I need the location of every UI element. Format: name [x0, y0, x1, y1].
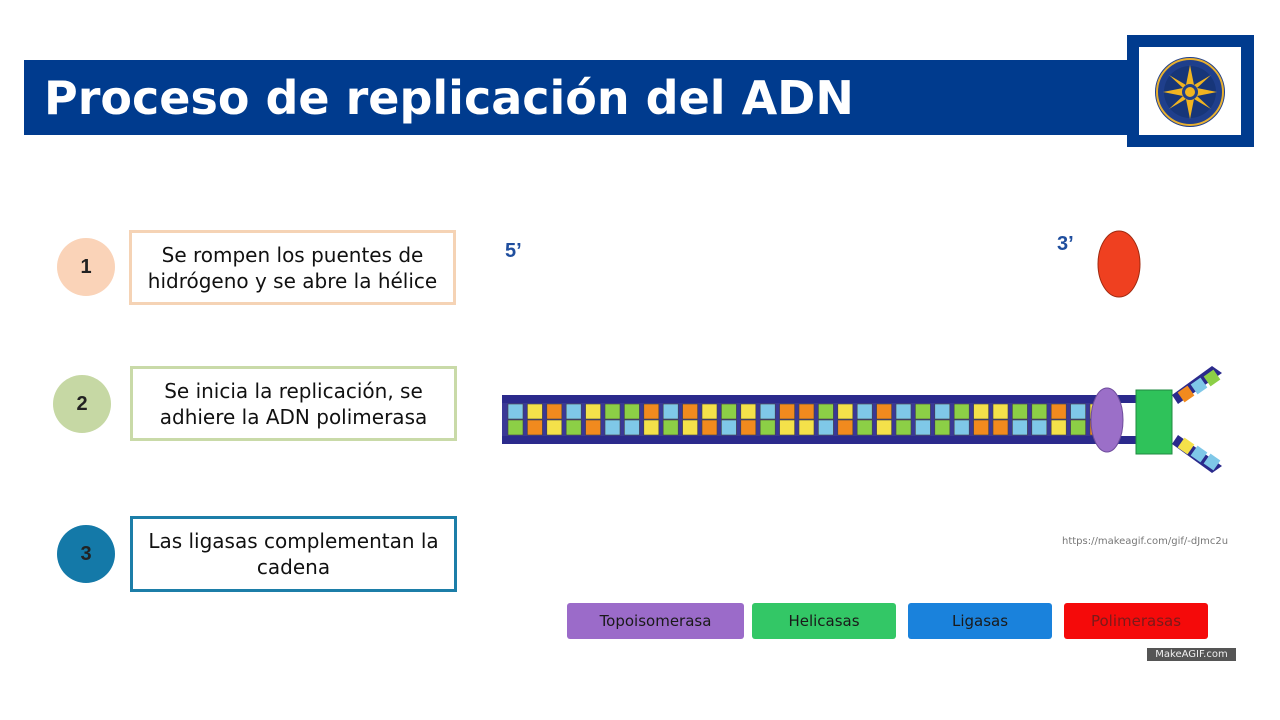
base-top	[604, 403, 621, 420]
base-bottom	[565, 419, 582, 436]
base-top	[1012, 403, 1028, 420]
three-prime-label: 3’	[1057, 233, 1074, 255]
base-top	[565, 403, 582, 420]
base-top	[876, 403, 892, 420]
fork-base	[1190, 445, 1208, 463]
base-top	[818, 403, 834, 420]
base-bottom	[953, 419, 970, 436]
dna-backbone-top	[502, 395, 1142, 403]
base-bottom	[779, 419, 795, 436]
base-bottom	[1031, 419, 1048, 436]
base-bottom	[934, 419, 951, 436]
page-title: Proceso de replicación del ADN	[44, 71, 854, 125]
watermark-badge: MakeAGIF.com	[1147, 648, 1236, 661]
polymerase-shape	[1090, 387, 1124, 453]
base-top	[701, 403, 718, 420]
base-bottom	[1070, 419, 1086, 436]
base-top	[721, 403, 737, 420]
base-top	[759, 403, 776, 420]
base-bottom	[856, 419, 873, 436]
five-prime-label: 5’	[505, 240, 522, 262]
base-bottom	[876, 419, 892, 436]
base-top	[507, 403, 524, 420]
base-top	[953, 403, 970, 420]
base-top	[740, 403, 757, 420]
base-top	[546, 403, 563, 420]
base-bottom	[643, 419, 660, 436]
topoisomerase-blob	[1097, 230, 1141, 298]
base-top	[682, 403, 698, 420]
step-2-circle: 2	[53, 375, 111, 433]
base-bottom	[973, 419, 989, 436]
base-bottom	[740, 419, 757, 436]
base-top	[915, 403, 931, 420]
source-credit: https://makeagif.com/gif/-dJmc2u	[1062, 536, 1229, 547]
base-top	[798, 403, 815, 420]
fork-base	[1190, 377, 1208, 395]
base-bottom	[546, 419, 563, 436]
compass-star-seal-icon	[1155, 57, 1225, 127]
base-bottom	[682, 419, 698, 436]
base-top	[1070, 403, 1086, 420]
base-top	[992, 403, 1009, 420]
base-bottom	[1050, 419, 1067, 436]
base-top	[856, 403, 873, 420]
base-bottom	[837, 419, 854, 436]
base-bottom	[507, 419, 524, 436]
base-bottom	[721, 419, 737, 436]
base-top	[837, 403, 854, 420]
base-bottom	[527, 419, 543, 436]
step-1-circle: 1	[57, 238, 115, 296]
step-3-box: Las ligasas complementan la cadena	[130, 516, 457, 592]
step-1-box: Se rompen los puentes de hidrógeno y se …	[129, 230, 456, 305]
fork-base	[1177, 437, 1195, 455]
base-bottom	[798, 419, 815, 436]
base-bottom	[759, 419, 776, 436]
legend-topoisomerasa: Topoisomerasa	[567, 603, 744, 639]
base-top	[643, 403, 660, 420]
base-bottom	[701, 419, 718, 436]
base-bottom	[624, 419, 640, 436]
fork-base	[1177, 385, 1195, 403]
title-bar	[24, 60, 1134, 135]
base-top	[527, 403, 543, 420]
fork-base	[1203, 369, 1221, 387]
step-3-circle: 3	[57, 525, 115, 583]
legend-helicasas: Helicasas	[752, 603, 896, 639]
fork-base	[1203, 453, 1221, 471]
helicase-shape	[1135, 389, 1173, 455]
base-bottom	[992, 419, 1009, 436]
base-top	[624, 403, 640, 420]
base-bottom	[604, 419, 621, 436]
base-bottom	[1012, 419, 1028, 436]
base-bottom	[818, 419, 834, 436]
legend-polimerasas: Polimerasas	[1064, 603, 1208, 639]
base-top	[895, 403, 912, 420]
base-bottom	[915, 419, 931, 436]
base-top	[662, 403, 679, 420]
base-top	[934, 403, 951, 420]
dna-backbone-bottom	[502, 436, 1142, 444]
base-top	[585, 403, 601, 420]
base-bottom	[895, 419, 912, 436]
base-top	[973, 403, 989, 420]
base-top	[779, 403, 795, 420]
base-top	[1031, 403, 1048, 420]
base-top	[1050, 403, 1067, 420]
legend-ligasas: Ligasas	[908, 603, 1052, 639]
base-bottom	[662, 419, 679, 436]
step-2-box: Se inicia la replicación, se adhiere la …	[130, 366, 457, 441]
base-bottom	[585, 419, 601, 436]
